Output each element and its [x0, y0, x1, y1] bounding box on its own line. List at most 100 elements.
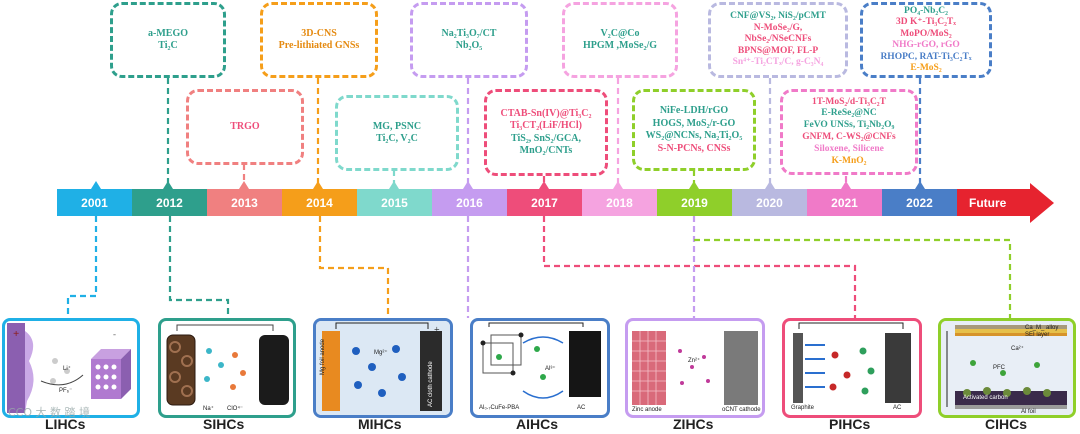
zihc-right-label: oCNT cathode — [722, 407, 761, 413]
year-2001: 2001 — [57, 189, 132, 216]
aihc-left-label: Al₀.₇CuFe-PBA — [479, 405, 520, 411]
timeline-tick — [463, 181, 473, 189]
box-2015: MG, PSNC Ti₂C, V₂C — [335, 95, 459, 171]
box-2016-line: Na₂Ti₃O₇/CT — [441, 27, 497, 39]
pihc-schematic — [793, 322, 911, 403]
caption-aihcs: AIHCs — [516, 416, 559, 432]
box-2014: 3D-CNS Pre-lithiated GNSs — [260, 2, 378, 78]
caption-cihcs: CIHCs — [985, 416, 1028, 432]
box-2020-line: CNF@VS₂, NiS₂/pCMT — [730, 11, 826, 22]
caption-mihcs: MIHCs — [358, 416, 402, 432]
cihc-pfc-label: PFC — [993, 365, 1005, 371]
caption-sihcs: SIHCs — [203, 416, 245, 432]
svg-text:+: + — [13, 328, 19, 340]
timeline-tick — [915, 181, 925, 189]
card-mihc: + Mg foil anode AC cloth cathode Mg²⁺ — [313, 318, 453, 418]
future-label: Future — [969, 195, 1007, 210]
lihc-anion-label: PF₆⁻ — [59, 388, 73, 394]
lihc-ion-label: Li⁺ — [63, 366, 71, 372]
cihc-schematic — [941, 321, 1073, 415]
zihc-ion-label: Zn²⁺ — [688, 358, 701, 364]
year-2021: 2021 — [807, 189, 882, 216]
year-2022: 2022 — [882, 189, 957, 216]
sihc-na-label: Na⁺ — [203, 406, 214, 412]
card-aihc: Al³⁺ Al₀.₇CuFe-PBA AC — [470, 318, 610, 418]
box-2019-line: HOGS, MoS₂/r-GO — [652, 117, 736, 129]
box-2017-line: TiS₂, SnS₂/GCA, — [510, 132, 581, 144]
year-2018: 2018 — [582, 189, 657, 216]
cihc-ion-label: Ca²⁺ — [1011, 346, 1024, 352]
box-2017-line: CTAB-Sn(IV)@Ti₃C₂ — [500, 107, 592, 119]
year-2014: 2014 — [282, 189, 357, 216]
box-2014-line: 3D-CNS — [301, 27, 337, 39]
year-2019: 2019 — [657, 189, 732, 216]
watermark: CCO 大 数 踏 境 — [8, 406, 91, 419]
box-2022-line: E-MoS₂ — [910, 63, 942, 73]
aihc-schematic — [480, 322, 601, 399]
card-pihc: Graphite AC — [782, 318, 922, 418]
timeline-tick — [539, 181, 549, 189]
box-2022-line: NHG-rGO, rGO — [892, 40, 960, 50]
aihc-right-label: AC — [577, 405, 586, 411]
box-2021: 1T-MoS₂/d-Ti₃C₂T E-ReSe₂@NC FeVO UNSs, T… — [780, 89, 918, 175]
timeline-tick — [389, 181, 399, 189]
box-2019-line: S-N-PCNs, CNSs — [657, 142, 731, 154]
box-2021-line: E-ReSe₂@NC — [821, 108, 877, 119]
box-2021-line: 1T-MoS₂/d-Ti₃C₂T — [811, 96, 886, 107]
box-2021-line: Siloxene, Silicene — [814, 143, 884, 154]
box-2018: V₂C@Co HPGM ,MoSe₂/G — [562, 2, 678, 78]
box-2022: PO₄-Nb₂C₂ 3D K⁺-Ti₃C₂Tₓ MoPO/MoS₂ NHG-rG… — [860, 2, 992, 78]
box-2021-line: K-MnO₂ — [831, 155, 867, 166]
caption-lihcs: LIHCs — [45, 416, 86, 432]
timeline-tick — [765, 181, 775, 189]
sihc-clo-label: ClO⁴⁻ — [227, 406, 244, 412]
box-2022-line: PO₄-Nb₂C₂ — [904, 5, 948, 16]
year-2016: 2016 — [432, 189, 507, 216]
year-2013: 2013 — [207, 189, 282, 216]
arrowhead-icon — [1030, 183, 1054, 223]
cihc-carbon-label: Activated carbon — [963, 395, 1008, 401]
box-2016: Na₂Ti₃O₇/CT Nb₂O₅ — [410, 2, 528, 78]
lihc-schematic: + - — [7, 323, 131, 413]
box-2022-line: MoPO/MoS₂ — [900, 28, 952, 39]
box-2012: a-MEGO Ti₂C — [110, 2, 226, 78]
box-2012-line: a-MEGO — [148, 27, 188, 39]
box-2017-line: Ti₃CT₂(LiF/HCl) — [510, 120, 582, 131]
timeline-tick — [841, 181, 851, 189]
svg-text:+: + — [434, 325, 440, 336]
box-2022-line: 3D K⁺-Ti₃C₂Tₓ — [896, 17, 956, 27]
card-cihc: Ca_M_ alloy SEI layer Ca²⁺ PFC Activated… — [938, 318, 1076, 418]
year-2017: 2017 — [507, 189, 582, 216]
sihc-schematic — [166, 324, 289, 406]
box-2018-line: V₂C@Co — [600, 27, 640, 39]
timeline-bar: 2001 2012 2013 2014 2015 2016 2017 2018 … — [57, 183, 1054, 223]
timeline-tick — [91, 181, 101, 189]
year-2020: 2020 — [732, 189, 807, 216]
mihc-schematic: + — [316, 321, 450, 415]
box-2021-line: FeVO UNSs, Ti₂Nb₂O₉ — [803, 120, 895, 131]
box-2020-line: Sn⁴⁺-Ti₂CTₓ/C, g-C₃N₄ — [732, 57, 824, 68]
caption-pihcs: PIHCs — [829, 416, 871, 432]
box-2015-line: MG, PSNC — [372, 120, 422, 132]
timeline-tick — [613, 181, 623, 189]
zihc-schematic — [632, 331, 758, 405]
mihc-cathode-label: AC cloth cathode — [428, 361, 434, 407]
box-2022-line: RHOPC, RAT-Ti₃C₂Tₓ — [880, 51, 972, 62]
svg-text:-: - — [113, 329, 116, 339]
box-2019: NiFe-LDH/rGO HOGS, MoS₂/r-GO WS₂@NCNs, N… — [632, 89, 756, 171]
timeline-tick — [313, 181, 323, 189]
year-2012: 2012 — [132, 189, 207, 216]
zihc-left-label: Zinc anode — [632, 407, 662, 413]
cihc-foil-label: Al foil — [1021, 409, 1036, 415]
box-2020: CNF@VS₂, NiS₂/pCMT N-MoSe₂/G, NbSe₂/NSeC… — [708, 2, 848, 78]
box-2017: CTAB-Sn(IV)@Ti₃C₂ Ti₃CT₂(LiF/HCl) TiS₂, … — [484, 89, 608, 176]
box-2019-line: WS₂@NCNs, Na₂Ti₂O₅ — [645, 130, 743, 141]
box-2020-line: BPNS@MOF, FL-P — [737, 45, 819, 56]
box-2015-line: Ti₂C, V₂C — [376, 133, 418, 144]
box-2013: TRGO — [186, 89, 304, 165]
card-lihc: + - Li⁺ PF₆⁻ — [2, 318, 140, 418]
timeline-tick — [239, 181, 249, 189]
card-sihc: Na⁺ ClO⁴⁻ — [158, 318, 296, 418]
card-zihc: Zn²⁺ Zinc anode oCNT cathode — [625, 318, 765, 418]
box-2012-line: Ti₂C — [158, 40, 178, 51]
